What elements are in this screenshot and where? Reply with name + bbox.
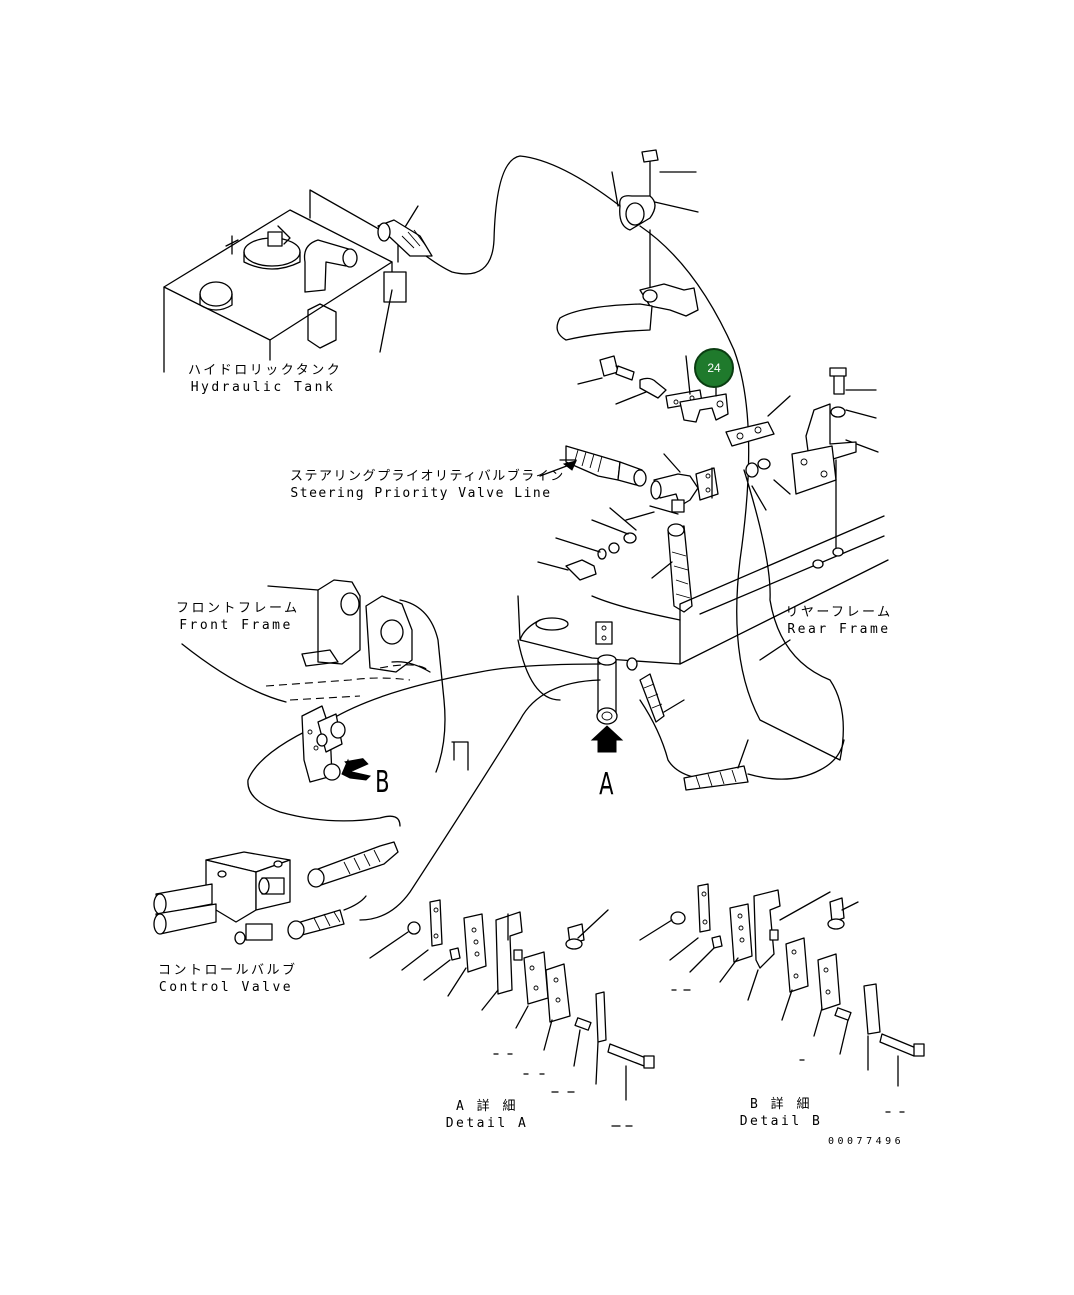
document-number: 00077496 [828, 1136, 905, 1147]
hydraulic-tank-label-en: Hydraulic Tank [190, 380, 336, 395]
bolt-washers [537, 507, 637, 581]
detail-a-label-en: Detail A [445, 1116, 529, 1131]
pivot-b [301, 705, 371, 783]
detail-a-label: A 詳 細 Detail A [442, 1098, 532, 1132]
hydraulic-tank-label: ハイドロリックタンク Hydraulic Tank [188, 362, 343, 396]
front-frame-label: フロントフレーム Front Frame [176, 600, 300, 634]
rear-frame [517, 515, 889, 665]
control-valve-label-en: Control Valve [158, 980, 294, 995]
control-valve [153, 841, 399, 945]
view-marker-b: B [375, 765, 390, 800]
steering-line [539, 445, 719, 613]
steering-line-label: ステアリングプライオリティバルブライン Steering Priority Va… [290, 468, 565, 502]
detail-a-label-jp: A 詳 細 [456, 1099, 518, 1114]
rear-frame-label-en: Rear Frame [787, 622, 891, 637]
upper-hose [377, 155, 621, 275]
lower-hoses [247, 639, 845, 921]
hydraulic-tank-label-jp: ハイドロリックタンク [188, 363, 343, 378]
rear-bracket [745, 367, 879, 553]
detail-b [639, 883, 925, 1113]
detail-b-label-en: Detail B [739, 1114, 823, 1129]
view-marker-a: A [599, 767, 614, 802]
front-frame [181, 579, 469, 773]
detail-b-label-jp: B 詳 細 [750, 1097, 812, 1112]
front-frame-label-jp: フロントフレーム [176, 601, 300, 616]
upper-clamp [556, 149, 844, 761]
steering-line-label-en: Steering Priority Valve Line [290, 486, 552, 501]
misc-leaders [559, 459, 791, 661]
control-valve-label-jp: コントロールバルブ [158, 963, 298, 978]
detail-b-label: B 詳 細 Detail B [736, 1096, 826, 1130]
front-frame-label-en: Front Frame [179, 618, 293, 633]
control-valve-label: コントロールバルブ Control Valve [158, 962, 298, 996]
pivot-a [590, 621, 685, 753]
rear-frame-label-jp: リヤーフレーム [785, 605, 893, 620]
hydraulic-tank [163, 189, 407, 373]
rear-frame-label: リヤーフレーム Rear Frame [784, 604, 894, 638]
small-parts [577, 355, 791, 447]
steering-line-label-jp: ステアリングプライオリティバルブライン [290, 469, 565, 484]
detail-a [369, 899, 655, 1127]
part-callout-24[interactable]: 24 [694, 348, 734, 388]
